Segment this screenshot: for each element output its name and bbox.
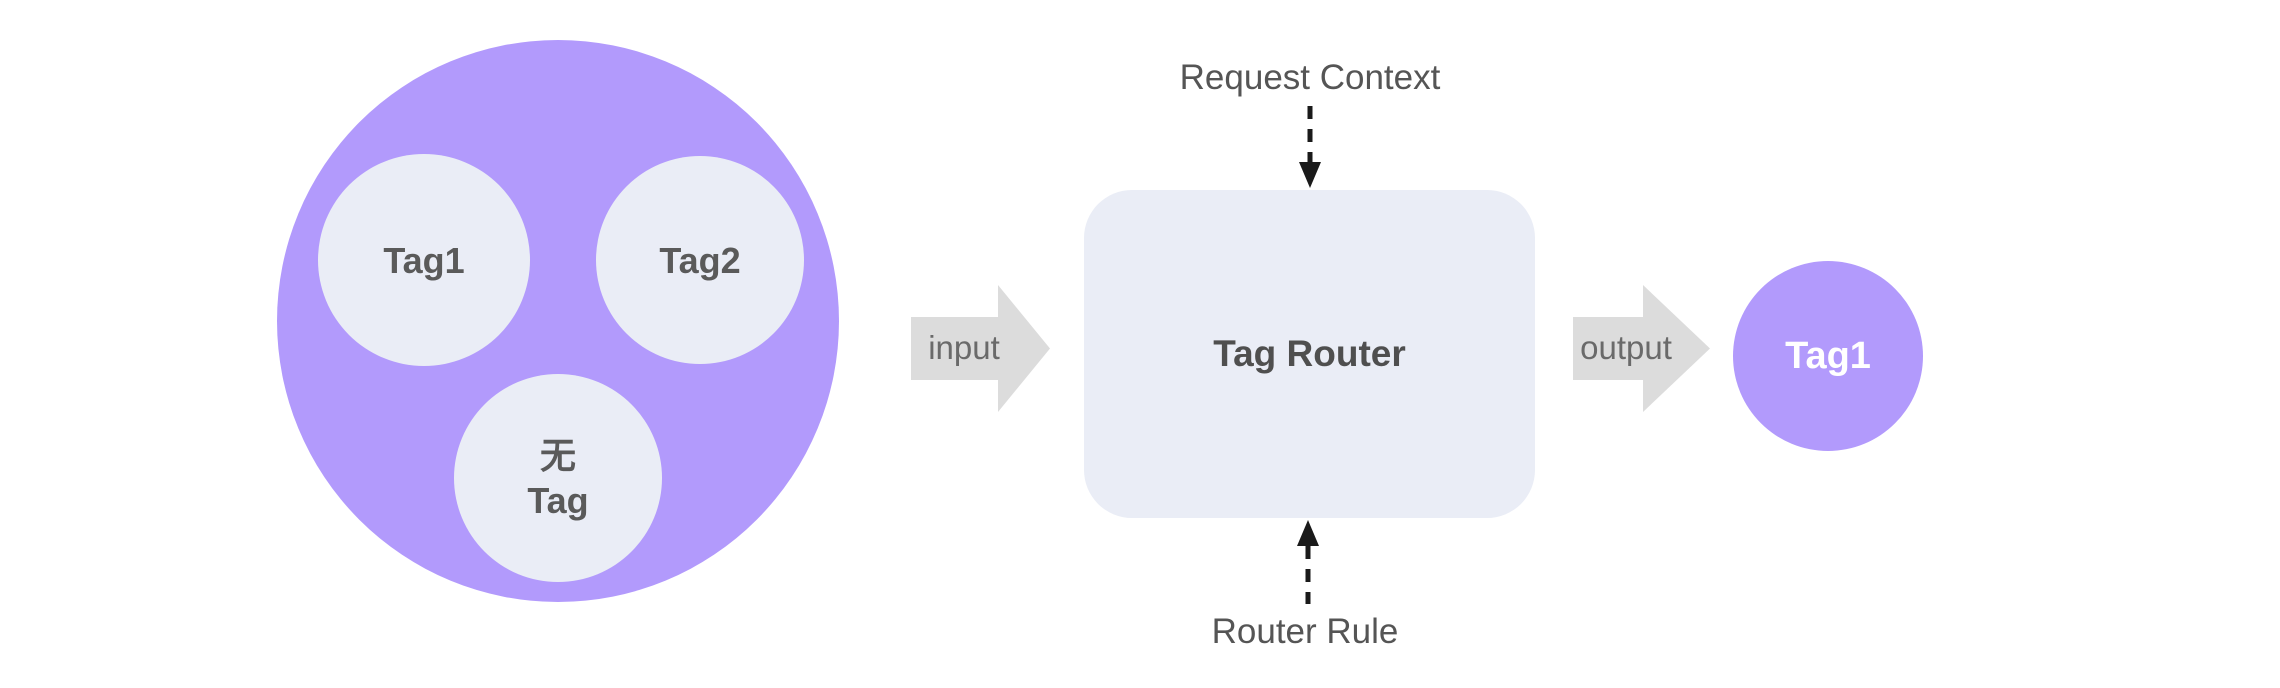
tag-router-box: Tag Router	[1084, 190, 1535, 518]
tag2-circle: Tag2	[596, 156, 804, 364]
input-arrow-icon	[911, 285, 1050, 412]
tag1-label: Tag1	[383, 239, 465, 281]
tag-router-label: Tag Router	[1213, 333, 1406, 374]
no-tag-circle: 无 Tag	[454, 374, 662, 582]
output-arrow-icon	[1573, 285, 1710, 412]
tag1-circle: Tag1	[318, 154, 530, 366]
dashed-arrow-down-icon	[1299, 106, 1321, 188]
input-label: input	[928, 329, 1000, 366]
dashed-arrow-up-icon	[1297, 520, 1319, 604]
output-tag-label: Tag1	[1785, 334, 1871, 377]
output-tag-circle: Tag1	[1733, 261, 1923, 451]
request-context-label: Request Context	[1179, 58, 1441, 97]
output-label: output	[1580, 329, 1672, 366]
router-rule-label: Router Rule	[1211, 612, 1399, 651]
no-tag-label: 无 Tag	[527, 435, 589, 521]
tag2-label: Tag2	[659, 239, 741, 281]
